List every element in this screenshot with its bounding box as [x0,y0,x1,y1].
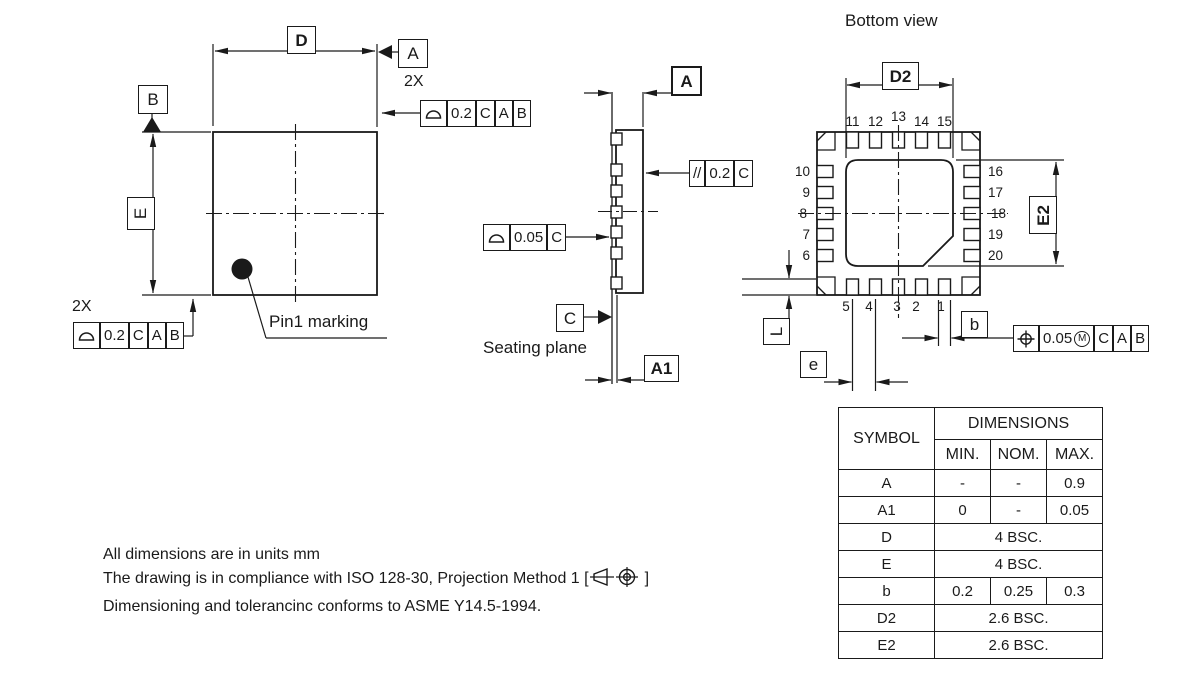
datum-c-triangle [598,310,612,324]
pin-number: 9 [802,185,810,200]
pin-number: 5 [842,299,850,314]
datum-label-a-side: A [671,66,702,96]
datum-label-b: B [138,85,168,114]
pin-number: 1 [937,299,945,314]
drawing-notes: All dimensions are in units mm The drawi… [103,543,649,618]
pin-number: 14 [914,114,930,129]
mmc-modifier-icon: M [1074,330,1091,347]
dim-label-d: D [287,26,316,54]
table-row: D2 2.6 BSC. [838,604,1103,632]
pin-number: 16 [988,164,1003,179]
exposed-pad-outline [845,159,954,267]
table-header-symbol: SYMBOL [838,407,935,470]
qty-label: 2X [404,73,424,90]
profile-of-surface-icon [420,100,447,127]
dim-d-lines [212,44,399,127]
fcf-profile-top: 0.2 C A B [420,100,531,127]
dim-label-d2: D2 [882,62,919,90]
dim-label-b: b [961,311,988,338]
pin1-marking-dot [231,258,253,280]
first-angle-projection-icon [589,566,645,595]
pin-number: 13 [891,109,906,124]
datum-label-c: C [556,304,584,332]
qty-label: 2X [72,298,92,315]
note-line: Dimensioning and tolerancinc conforms to… [103,598,542,615]
datum-label-a: A [398,39,428,68]
dim-label-l: L [763,318,790,345]
table-header-dimensions: DIMENSIONS [934,407,1103,440]
top-view [142,44,420,339]
dimensions-table: SYMBOL DIMENSIONS MIN. NOM. MAX. A - - 0… [838,407,1103,659]
profile-of-surface-icon [73,322,100,349]
pin-number: 4 [865,299,873,314]
table-row: E2 2.6 BSC. [838,631,1103,659]
top-view-centerlines [206,124,386,305]
fcf-parallelism: // 0.2 C [689,160,754,187]
dim-label-e2: E2 [1029,196,1057,234]
pin-number: 3 [893,299,901,314]
pin-number: 2 [912,299,920,314]
pin-number: 7 [802,227,810,242]
table-row: D 4 BSC. [838,523,1103,551]
note-line: The drawing is in compliance with ISO 12… [103,566,649,595]
pin-number: 12 [868,114,883,129]
pin-numbers: 11 12 13 14 15 10 9 8 7 6 16 17 18 19 20… [795,109,1006,314]
seating-plane-label: Seating plane [483,338,587,357]
bottom-view-centerlines [798,125,1008,318]
pin-number: 8 [799,206,807,221]
pin-number: 17 [988,185,1003,200]
dim-label-e-pitch: e [800,351,827,378]
fcf-profile-side: 0.05 C [483,224,567,251]
fcf-profile-bottom: 0.2 C A B [73,322,184,349]
pin-number: 15 [937,114,952,129]
table-row: E 4 BSC. [838,550,1103,578]
terminal-pads [816,131,981,296]
table-row: A1 0 - 0.05 [838,496,1103,524]
pin-number: 6 [802,248,810,263]
parallelism-icon: // [689,160,706,187]
dim-label-a1: A1 [644,355,679,382]
datum-a-triangle [378,45,392,59]
table-row: A - - 0.9 [838,469,1103,497]
table-header-min: MIN. [934,439,991,470]
pin1-marking-label: Pin1 marking [269,312,369,331]
pin-number: 10 [795,164,810,179]
dim-a-lines [584,89,697,127]
dim-e-pitch-lines [824,299,908,391]
dim-b-lines [902,300,1013,346]
corner-pads [816,131,981,296]
pin-number: 11 [845,114,859,129]
bottom-view-title: Bottom view [845,11,938,30]
table-row: b 0.2 0.25 0.3 [838,577,1103,605]
pin-number: 18 [991,206,1006,221]
pin-number: 20 [988,248,1003,263]
datum-b-triangle [143,117,161,132]
pin1-leader [247,276,387,339]
profile-of-surface-icon [483,224,510,251]
note-line: All dimensions are in units mm [103,546,320,563]
pin-number: 19 [988,227,1003,242]
position-icon [1013,325,1039,352]
table-header-nom: NOM. [990,439,1047,470]
table-header-max: MAX. [1046,439,1103,470]
dim-label-e: E [127,197,155,230]
